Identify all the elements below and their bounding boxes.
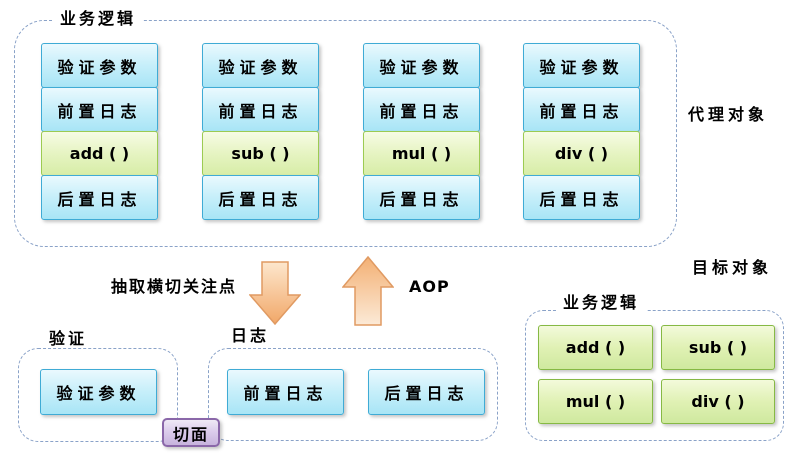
target-group-box (525, 310, 784, 441)
cell-post-log: 后置日志 (202, 175, 319, 220)
cell-post-log: 后置日志 (368, 369, 485, 415)
cell-post-log: 后置日志 (363, 175, 480, 220)
cell-pre-log: 前置日志 (202, 87, 319, 132)
logging-group-label: 日志 (224, 326, 277, 345)
cell-pre-log: 前置日志 (363, 87, 480, 132)
cell-validate-params: 验证参数 (202, 43, 319, 88)
arrow-down-icon (249, 261, 301, 325)
cell-validate-params: 验证参数 (523, 43, 640, 88)
cell-function-add: add ( ) (41, 131, 158, 176)
proxy-column-div: 验证参数 前置日志 div ( ) 后置日志 (523, 43, 640, 220)
cell-validate-params: 验证参数 (40, 369, 157, 415)
cell-pre-log: 前置日志 (227, 369, 344, 415)
cell-pre-log: 前置日志 (41, 87, 158, 132)
cell-post-log: 后置日志 (41, 175, 158, 220)
cell-function-div: div ( ) (523, 131, 640, 176)
cell-function-mul: mul ( ) (363, 131, 480, 176)
cell-validate-params: 验证参数 (363, 43, 480, 88)
cell-function-sub: sub ( ) (661, 325, 775, 370)
cell-pre-log: 前置日志 (523, 87, 640, 132)
proxy-object-group-box (14, 20, 677, 247)
extract-crosscut-label: 抽取横切关注点 (111, 277, 238, 296)
proxy-column-add: 验证参数 前置日志 add ( ) 后置日志 (41, 43, 158, 220)
target-business-logic-label: 业务逻辑 (556, 293, 647, 312)
proxy-column-mul: 验证参数 前置日志 mul ( ) 后置日志 (363, 43, 480, 220)
target-object-label: 目标对象 (692, 258, 773, 277)
proxy-group-label: 业务逻辑 (53, 9, 144, 28)
cell-function-mul: mul ( ) (538, 379, 653, 424)
logging-group-box (208, 348, 498, 441)
proxy-column-sub: 验证参数 前置日志 sub ( ) 后置日志 (202, 43, 319, 220)
validation-group-label: 验证 (42, 329, 95, 348)
validation-group-box (18, 348, 178, 442)
cell-function-add: add ( ) (538, 325, 653, 370)
cell-function-sub: sub ( ) (202, 131, 319, 176)
aspect-badge: 切面 (162, 418, 220, 447)
cell-function-div: div ( ) (661, 379, 775, 424)
proxy-object-label: 代理对象 (688, 105, 769, 124)
aop-label: AOP (409, 277, 450, 296)
cell-validate-params: 验证参数 (41, 43, 158, 88)
arrow-up-icon (342, 256, 394, 326)
cell-post-log: 后置日志 (523, 175, 640, 220)
